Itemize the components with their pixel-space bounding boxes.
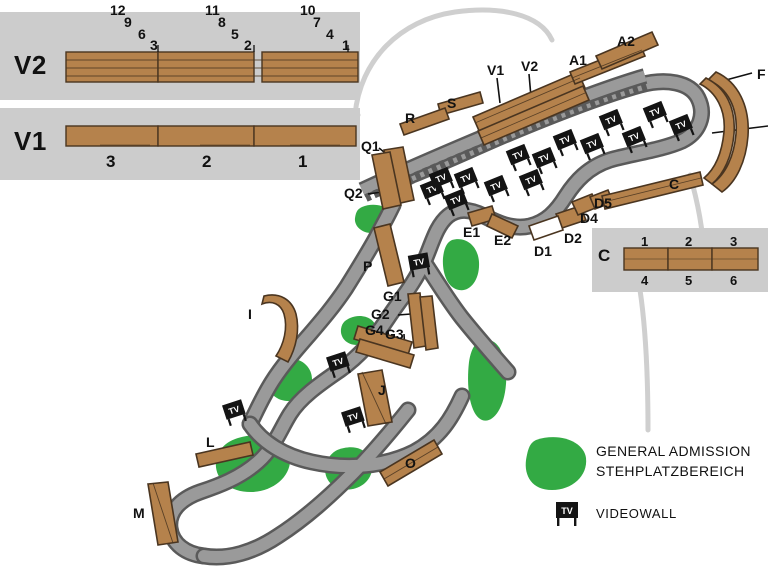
track-surface-lower [198, 390, 468, 563]
grandstand-g3 [354, 338, 416, 369]
c-section-5: 5 [685, 273, 693, 288]
videowall-marker [407, 252, 432, 278]
label-g3: G3 [385, 326, 404, 342]
label-g4: G4 [365, 322, 384, 338]
panel-v2 [0, 12, 360, 100]
label-a2: A2 [617, 33, 635, 49]
videowall-marker [598, 108, 626, 137]
panel-c-label: C [598, 246, 611, 265]
videowall-marker [326, 351, 352, 379]
panel-v2-label: V2 [14, 50, 47, 80]
legend-general-admission-line2: STEHPLATZBEREICH [596, 463, 745, 479]
label-i: I [248, 306, 252, 322]
label-q2: Q2 [344, 185, 363, 201]
label-d4: D4 [580, 210, 598, 226]
grandstand-v1v2 [471, 70, 587, 135]
grandstand-l [195, 441, 254, 468]
v2-tick-4: 4 [326, 26, 334, 42]
label-v2: V2 [521, 58, 539, 74]
label-d1: D1 [534, 243, 552, 259]
panel-v1-label: V1 [14, 126, 47, 156]
grandstand-tier-lines [152, 49, 702, 544]
grandstand-g2 [419, 295, 439, 351]
label-q1: Q1 [361, 138, 380, 154]
videowall-marker [341, 406, 367, 434]
label-e1: E1 [463, 224, 481, 240]
grandstand-p [373, 223, 405, 287]
v1-section-1: 1 [298, 152, 308, 171]
grandstand-f [706, 71, 749, 194]
v2-tick-1: 1 [342, 37, 350, 53]
grandstand-f-inner [698, 77, 736, 186]
grandstand-e2 [485, 212, 520, 240]
label-s: S [447, 95, 457, 111]
v2-tick-11: 11 [205, 2, 220, 18]
v2-tick-10: 10 [300, 2, 316, 18]
videowall-marker [222, 399, 248, 427]
label-o: O [405, 455, 416, 471]
panel-c [592, 228, 768, 292]
label-g2: G2 [371, 306, 390, 322]
videowall-marker [642, 100, 670, 129]
grandstand-r [398, 106, 451, 137]
label-r: R [405, 110, 416, 126]
label-m: M [133, 505, 145, 521]
videowall-marker [443, 188, 471, 217]
grandstand-q2 [371, 151, 402, 210]
c-section-6: 6 [730, 273, 738, 288]
grandstand-a2 [594, 30, 660, 71]
label-e2: E2 [494, 232, 512, 248]
label-a1: A1 [569, 52, 587, 68]
v2-tick-7: 7 [313, 14, 321, 30]
videowall-marker [505, 143, 533, 172]
label-g1: G1 [383, 288, 402, 304]
legend-videowall-label: VIDEOWALL [596, 506, 677, 521]
grandstand-d1 [527, 214, 565, 242]
legend-general-admission-line1: GENERAL ADMISSION [596, 443, 751, 459]
v1-section-2: 2 [202, 152, 212, 171]
grandstand-c [601, 171, 704, 210]
v1-section-3: 3 [106, 152, 116, 171]
videowall-marker [579, 132, 607, 161]
label-j: J [378, 382, 386, 398]
label-d5: D5 [594, 195, 612, 211]
c-section-1: 1 [641, 234, 649, 249]
grandstand-j [357, 369, 393, 427]
grandstand-i [260, 294, 299, 364]
v2-tick-5: 5 [231, 26, 239, 42]
label-p: P [363, 258, 373, 274]
c-section-3: 3 [730, 234, 738, 249]
label-v1: V1 [487, 62, 505, 78]
label-f: F [757, 66, 766, 82]
v2-tick-2: 2 [244, 37, 252, 53]
videowall-marker [668, 113, 696, 142]
c-section-4: 4 [641, 273, 649, 288]
videowall-marker [621, 125, 649, 154]
v2-tick-8: 8 [218, 14, 226, 30]
v2-tick-9: 9 [124, 14, 132, 30]
v2-tick-12: 12 [110, 2, 126, 18]
label-d2: D2 [564, 230, 582, 246]
videowall-marker [483, 174, 511, 203]
label-l: L [206, 434, 215, 450]
videowall-marker [552, 128, 580, 157]
v2-tick-3: 3 [150, 37, 158, 53]
videowall-marker [453, 166, 481, 195]
v2-tick-6: 6 [138, 26, 146, 42]
c-section-2: 2 [685, 234, 693, 249]
label-c: C [669, 176, 680, 192]
